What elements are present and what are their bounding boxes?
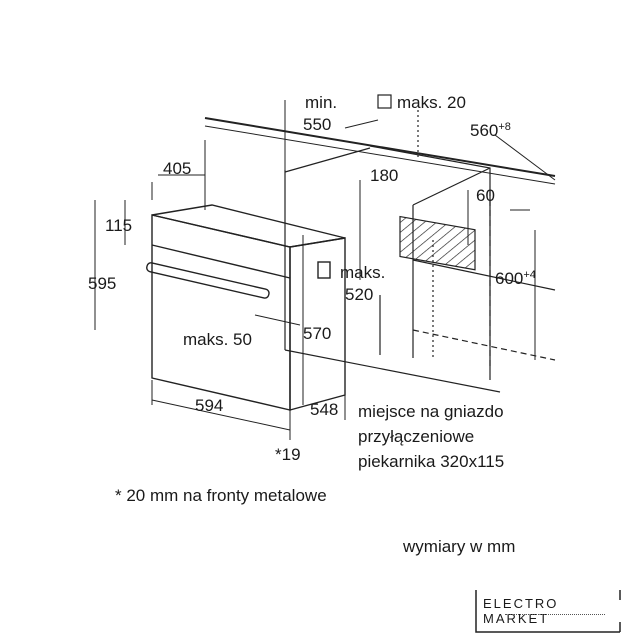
label-115: 115 xyxy=(105,216,133,235)
socket-label-line-1: miejsce na gniazdo xyxy=(358,402,504,421)
logo-text: ELECTRO MARKET xyxy=(483,596,559,626)
label-maks-20: maks. 20 xyxy=(397,93,466,112)
units-note: wymiary w mm xyxy=(403,537,516,556)
label-maks-50: maks. 50 xyxy=(183,330,252,349)
socket-label-line-2: przyłączeniowe xyxy=(358,427,475,446)
label-570: 570 xyxy=(303,324,332,343)
logo-frame xyxy=(475,590,621,633)
label-600-tolerance: +4 xyxy=(523,269,536,281)
checkbox-square-icon xyxy=(377,94,392,109)
label-maks-520-a: maks. xyxy=(340,263,386,282)
label-548: 548 xyxy=(310,400,339,419)
label-595: 595 xyxy=(88,274,117,293)
dimension-lines xyxy=(94,100,556,440)
oven xyxy=(146,204,346,411)
label-560-value: 560 xyxy=(470,121,499,140)
label-600: 600+4 xyxy=(495,269,536,288)
socket-label-line-3: piekarnika 320x115 xyxy=(358,452,505,471)
logo-subtitle-line xyxy=(505,614,605,617)
label-60: 60 xyxy=(476,186,495,205)
label-594: 594 xyxy=(195,396,224,415)
label-550: 550 xyxy=(303,115,332,134)
label-180: 180 xyxy=(370,166,399,185)
countertop xyxy=(204,117,556,185)
label-min: min. xyxy=(305,93,338,112)
label-560-tolerance: +8 xyxy=(498,121,511,133)
socket-area xyxy=(399,215,476,271)
label-maks-520-b: 520 xyxy=(345,285,374,304)
footnote: * 20 mm na fronty metalowe xyxy=(115,486,327,505)
label-600-value: 600 xyxy=(495,269,524,288)
electro-market-logo: ELECTRO MARKET xyxy=(475,588,623,634)
label-19: *19 xyxy=(275,445,301,464)
label-560: 560+8 xyxy=(470,121,511,140)
label-405: 405 xyxy=(163,159,192,178)
